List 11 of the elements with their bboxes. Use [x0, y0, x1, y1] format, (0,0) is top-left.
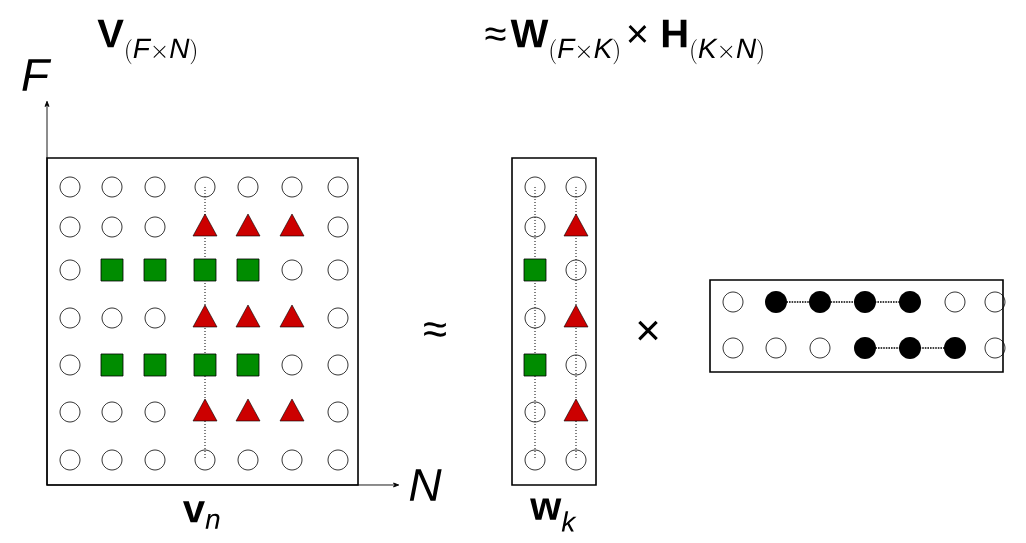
formula-label: $\textrm{≈}\,\textbf{W}_{(\textit{F}\times\textit{K})}\,\textrm{×}\ \textbf{H}_{(\textit{K}\times\textit{N})}$	[485, 19, 763, 65]
matrix-box	[46, 157, 359, 486]
matrix-box	[511, 157, 597, 486]
approx-sign: $\textrm{≈}$	[424, 322, 446, 337]
matrix-caption: $\textbf{w}_{\textit{k}}$	[530, 498, 577, 532]
matrix-caption: $\textbf{v}_{\textit{n}}$	[183, 501, 220, 529]
matrix-box	[709, 279, 1004, 373]
axis-label: $\textit{N}$	[409, 469, 442, 501]
times-sign: $\textrm{×}$	[638, 320, 658, 341]
axis-label: $\textit{F}$	[22, 59, 52, 91]
formula-label: $\textbf{V}_{(\textit{F}\times\textit{N})}$	[97, 19, 196, 65]
